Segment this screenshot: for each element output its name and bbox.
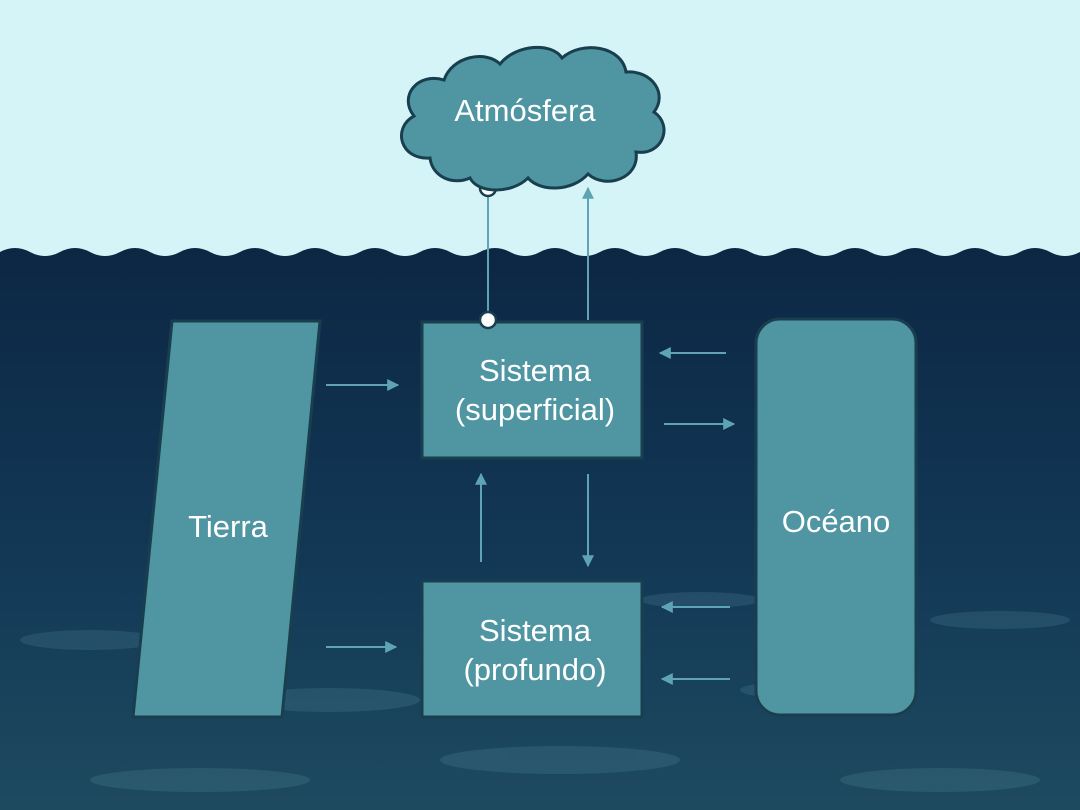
surface-system-label: Sistema (superficial) [422,352,648,430]
surface-system-box [420,320,644,460]
ocean-box [754,317,918,717]
deep-system-title: Sistema [479,613,591,648]
deep-system-subtitle: (profundo) [463,651,607,687]
ocean-label: Océano [781,504,891,539]
land-label: Tierra [188,509,268,544]
deep-system-label: Sistema (profundo) [422,612,648,690]
land-box [131,319,322,719]
link-end-bottom [478,310,498,330]
surface-system-subtitle: (superficial) [454,391,616,427]
deep-system-box [420,579,644,719]
surface-system-title: Sistema [479,353,591,388]
atmosphere-cloud [399,45,666,192]
atmosphere-label: Atmósfera [454,93,596,128]
